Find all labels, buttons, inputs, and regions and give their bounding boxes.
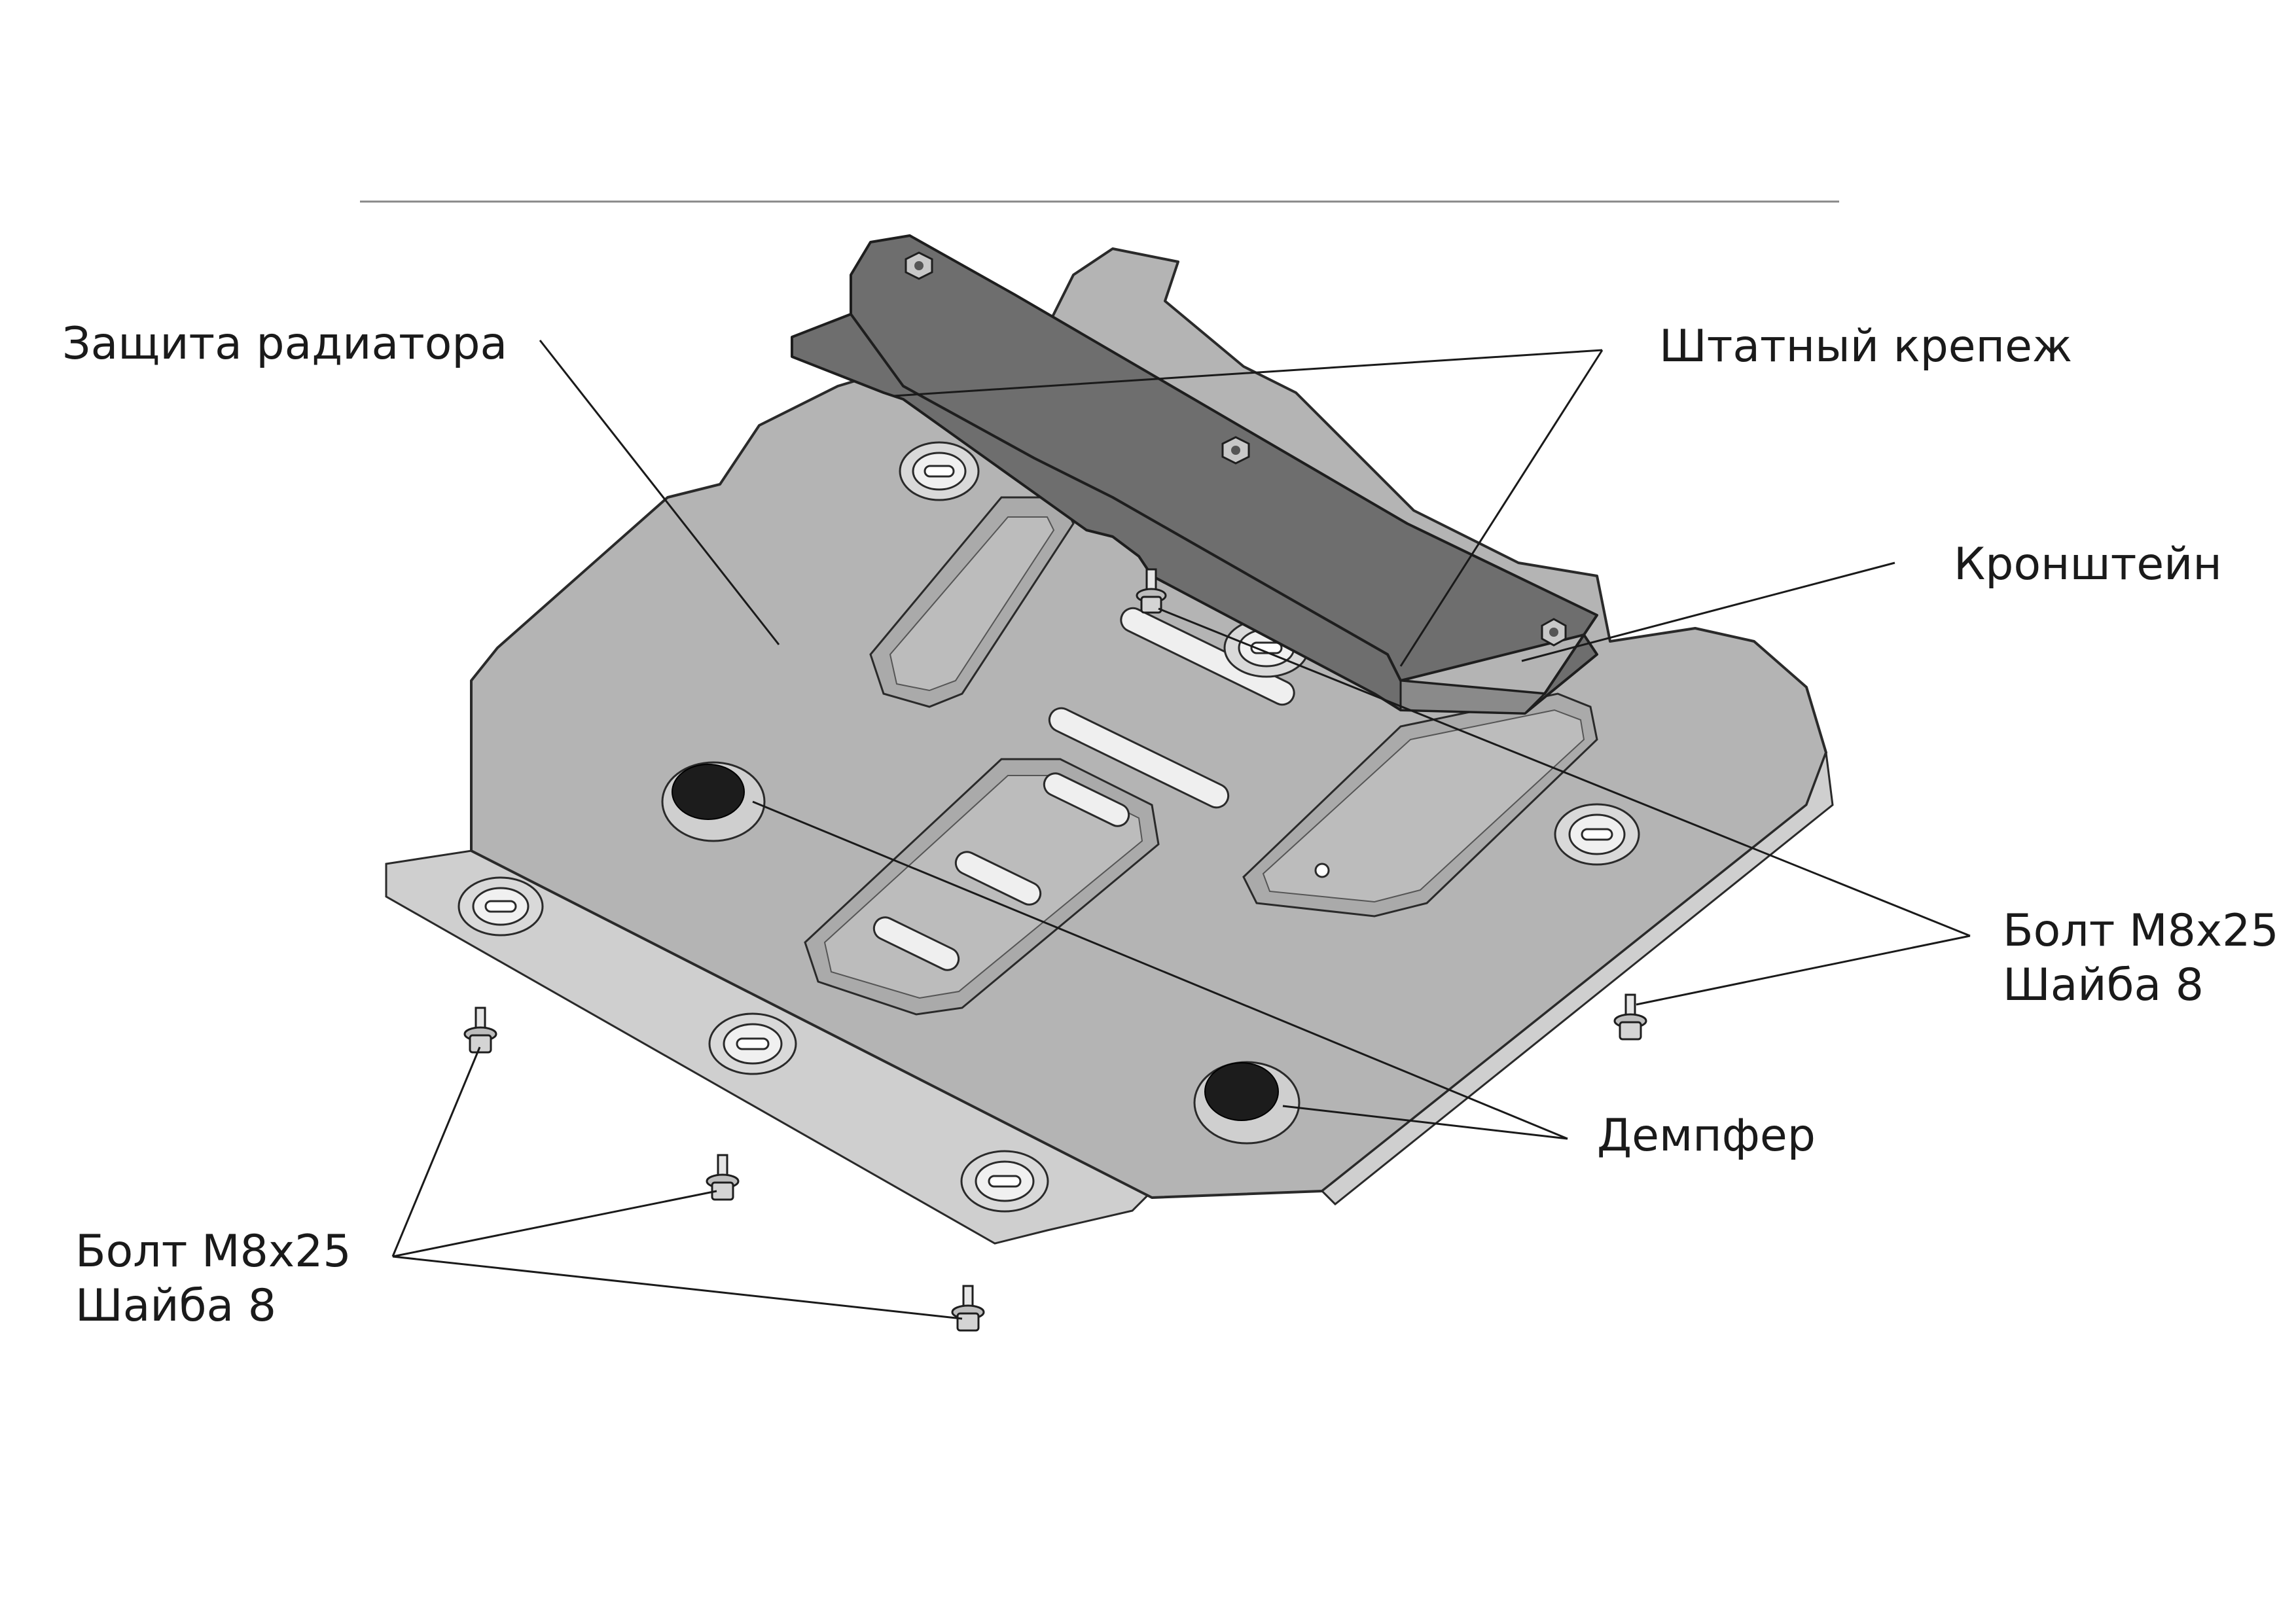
callout-labels: Защита радиатора Штатный крепеж Кронштей… (62, 318, 2279, 1332)
bracket-nut-2 (1221, 436, 1250, 465)
slots (872, 607, 1295, 971)
bracket-part (791, 234, 1598, 715)
grommet-5 (708, 1012, 797, 1075)
grommet-4 (457, 876, 544, 936)
grommet-1 (899, 441, 980, 501)
damper-left (661, 761, 766, 842)
label-bolt-left-line2: Шайба 8 (75, 1280, 276, 1332)
slot-4 (954, 851, 1042, 906)
leader-bolt-left-3 (392, 1255, 963, 1320)
bolt-left-1 (463, 1007, 497, 1054)
leader-fastener-1 (893, 349, 1603, 397)
leader-radiator-guard (539, 340, 780, 645)
bracket-nut-3 (1541, 618, 1567, 647)
bracket-bottom-edge (1399, 679, 1547, 715)
grommet-6 (960, 1150, 1049, 1213)
leader-bolt-right-1 (1158, 607, 1971, 937)
damper-right (1193, 1061, 1300, 1145)
leader-bolt-left-2 (392, 1190, 717, 1258)
bolt-top (1136, 568, 1167, 614)
leader-lines (391, 340, 1971, 1320)
label-standard-fastener: Штатный крепеж (1659, 321, 2072, 372)
plate-body (470, 247, 1827, 1199)
bracket-nut-1 (905, 251, 933, 280)
leader-bolt-right-2 (1636, 935, 1971, 1006)
label-bolt-right-line2: Шайба 8 (2003, 959, 2204, 1011)
bolt-left-3 (951, 1285, 985, 1332)
relief-left-inner (889, 516, 1055, 692)
label-bolt-left-line1: Болт М8х25 (75, 1226, 351, 1277)
leader-damper-2 (1282, 1105, 1568, 1140)
bolt-left-2 (706, 1154, 740, 1201)
bolt-right (1613, 993, 1647, 1041)
label-bracket: Кронштейн (1954, 539, 2222, 590)
slot-2 (1048, 707, 1230, 809)
leader-bolt-left-1 (391, 1046, 481, 1257)
label-damper: Демпфер (1597, 1110, 1816, 1162)
leader-bracket (1521, 562, 1895, 662)
label-bolt-right-line1: Болт М8х25 (2003, 905, 2279, 957)
grommet-3 (1554, 803, 1640, 866)
leader-damper-1 (752, 800, 1568, 1140)
small-hole (1314, 863, 1330, 878)
leader-fastener-2 (1399, 349, 1604, 667)
label-radiator-guard: Защита радиатора (62, 318, 507, 370)
slot-5 (872, 916, 960, 971)
slot-3 (1043, 772, 1130, 827)
slot-1 (1120, 607, 1295, 706)
right-edge (1320, 752, 1834, 1206)
radiator-guard-plate (385, 247, 1834, 1245)
